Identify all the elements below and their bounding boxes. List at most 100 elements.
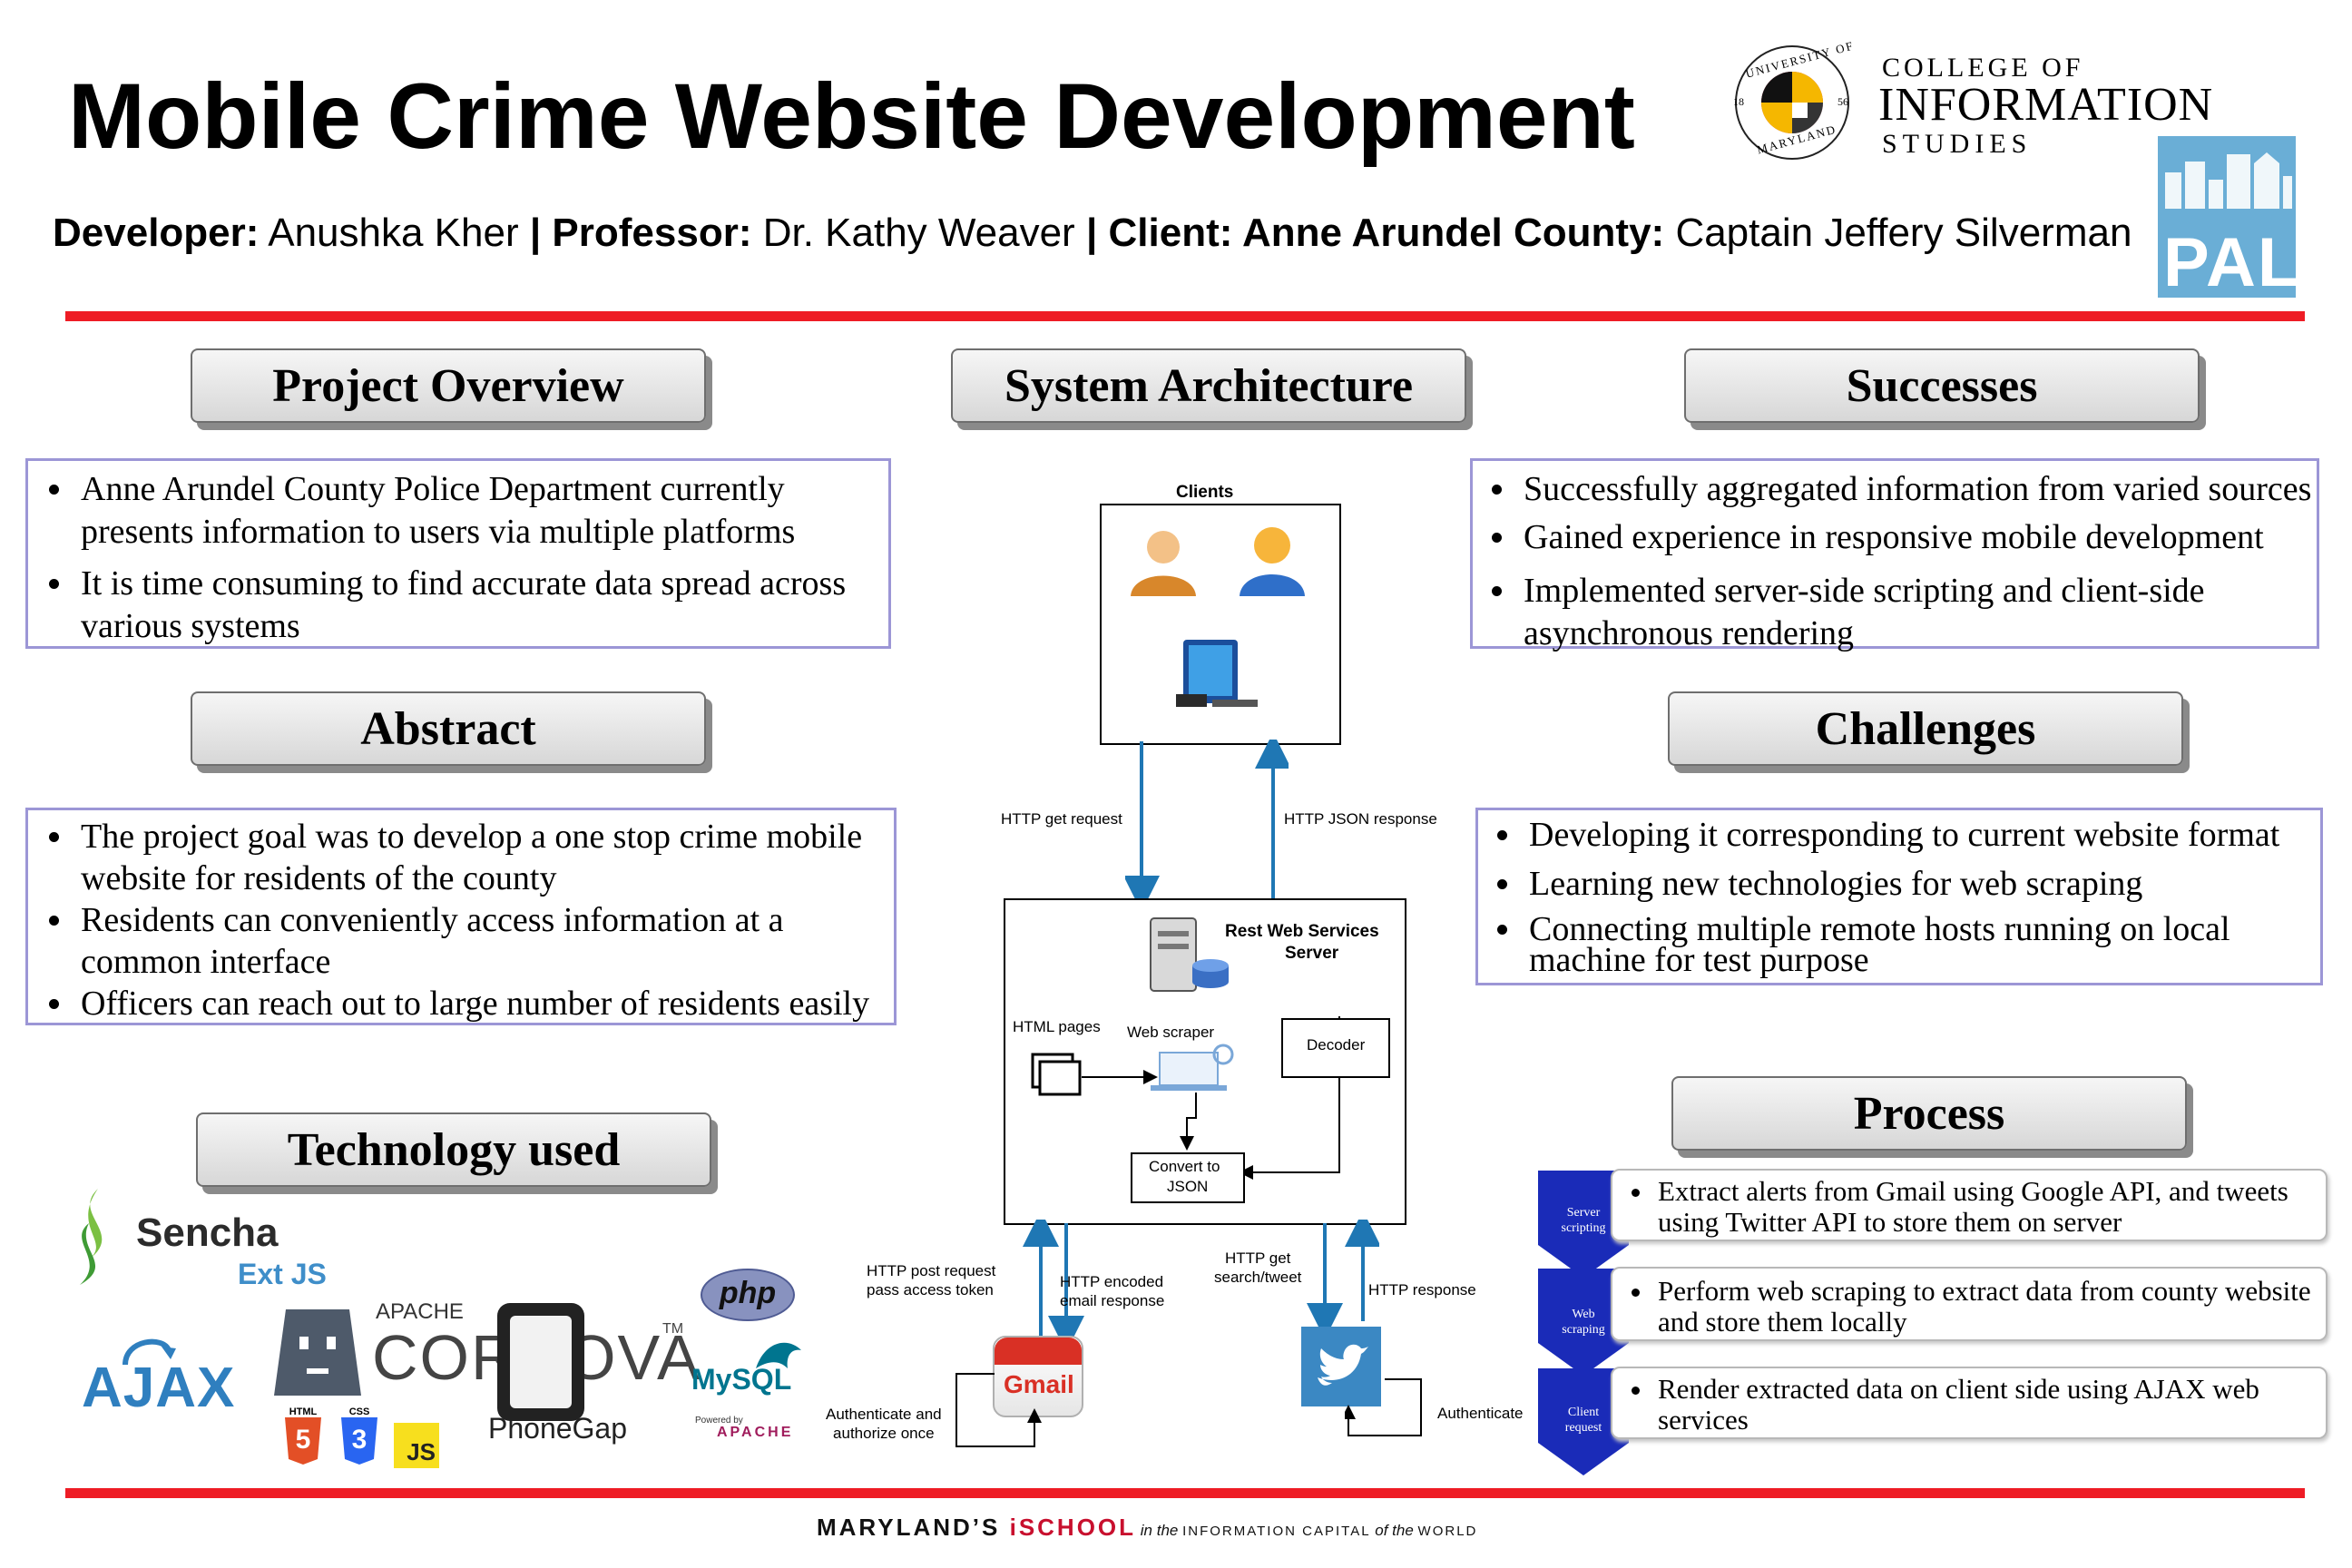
pals-logo: PALS — [2158, 136, 2347, 301]
chevron-label: Client request — [1538, 1405, 1629, 1436]
html-number: 5 — [295, 1425, 311, 1455]
process-chevron-scraping: Web scraping — [1538, 1269, 1629, 1376]
apache-server-text: APACHE — [717, 1425, 794, 1440]
chevron-label-line2: request — [1564, 1421, 1602, 1435]
extjs-text: Ext JS — [238, 1258, 327, 1290]
list-item: Gained experience in responsive mobile d… — [1518, 516, 2317, 559]
list-item: It is time consuming to find accurate da… — [75, 563, 888, 648]
css3-icon: CSS 3 — [339, 1406, 379, 1469]
decoder-box: Decoder — [1281, 1018, 1390, 1078]
chevron-label-line2: scraping — [1562, 1323, 1605, 1337]
http-post-line2: pass access token — [867, 1281, 994, 1298]
php-text: php — [719, 1276, 777, 1310]
clients-box — [1100, 504, 1341, 745]
architecture-heading: System Architecture — [951, 348, 1466, 423]
sencha-text: Sencha — [136, 1210, 279, 1255]
web-scraper-label: Web scraper — [1127, 1024, 1215, 1041]
powered-text: Powered by — [695, 1416, 743, 1426]
ajax-text: AJAX — [82, 1357, 236, 1419]
poster-title: Mobile Crime Website Development — [68, 64, 1635, 168]
http-encoded-line2: email response — [1060, 1292, 1165, 1309]
http-get-request-label: HTTP get request — [1001, 810, 1122, 828]
html-label: HTML — [289, 1406, 318, 1417]
credits-line: Developer: Anushka Kher | Professor: Dr.… — [53, 211, 2132, 256]
developer-label: Developer: — [53, 211, 260, 255]
pals-text: PALS — [2163, 224, 2350, 301]
college-line1: COLLEGE OF — [1882, 53, 2084, 83]
abstract-box: The project goal was to develop a one st… — [25, 808, 897, 1025]
umd-seal-logo — [1724, 44, 1860, 162]
decoder-label: Decoder — [1307, 1036, 1366, 1054]
http-get-tweet-label: HTTP get search/tweet — [1214, 1249, 1301, 1287]
js-icon: JS — [394, 1423, 439, 1468]
list-item: Anne Arundel County Police Department cu… — [75, 468, 888, 554]
http-encoded-line1: HTTP encoded — [1060, 1273, 1164, 1290]
process-heading: Process — [1671, 1076, 2187, 1151]
devices-icon — [1176, 640, 1258, 707]
convert-label-line1: Convert to — [1149, 1158, 1220, 1175]
successes-heading: Successes — [1684, 348, 2200, 423]
twitter-icon — [1301, 1327, 1381, 1406]
list-item: Render extracted data on client side usi… — [1654, 1374, 2326, 1436]
list-item: Implemented server-side scripting and cl… — [1518, 570, 2317, 655]
list-item: Successfully aggregated information from… — [1518, 468, 2317, 511]
separator: | — [529, 211, 542, 255]
technology-heading: Technology used — [196, 1112, 711, 1187]
developer-name: Anushka Kher — [268, 211, 519, 255]
college-line3: STUDIES — [1882, 129, 2033, 159]
http-get-tweet-line2: search/tweet — [1214, 1269, 1302, 1286]
client-server-arrows — [1125, 740, 1289, 903]
list-item: Learning new technologies for web scrapi… — [1524, 865, 2320, 903]
server-icon — [1150, 917, 1229, 992]
convert-json-box: Convert to JSON — [1131, 1152, 1245, 1203]
chevron-label-line2: scripting — [1561, 1221, 1606, 1235]
js-text: JS — [407, 1438, 436, 1465]
clients-label: Clients — [1176, 483, 1234, 502]
process-step-box: Render extracted data on client side usi… — [1611, 1367, 2328, 1439]
mysql-dolphin-icon — [751, 1332, 806, 1382]
list-item: Officers can reach out to large number o… — [75, 983, 894, 1024]
process-chevron-server: Server scripting — [1538, 1171, 1629, 1278]
user-icon — [1240, 527, 1305, 596]
phonegap-device-icon — [497, 1303, 584, 1421]
user-icon — [1131, 531, 1196, 596]
process-step-box: Perform web scraping to extract data fro… — [1611, 1267, 2328, 1341]
phonegap-text: PhoneGap — [488, 1412, 628, 1445]
tm-text: TM — [662, 1321, 684, 1337]
chevron-label: Web scraping — [1538, 1307, 1629, 1338]
college-line2: INFORMATION — [1878, 79, 2214, 131]
client-label: Client: Anne Arundel County: — [1108, 211, 1665, 255]
list-item: The project goal was to develop a one st… — [75, 816, 894, 899]
challenges-heading: Challenges — [1668, 691, 2183, 766]
ajax-arrow-icon — [118, 1332, 181, 1373]
seal-year-left: 18 — [1733, 95, 1744, 108]
footer-brand2: iSCHOOL — [1009, 1514, 1137, 1541]
css-label: CSS — [348, 1406, 370, 1417]
cordova-icon — [272, 1305, 363, 1405]
seal-year-right: 56 — [1838, 95, 1848, 108]
auth-gmail-line1: Authenticate and — [826, 1406, 942, 1423]
client-name: Captain Jeffery Silverman — [1675, 211, 2132, 255]
abstract-heading: Abstract — [191, 691, 706, 766]
http-response-label: HTTP response — [1368, 1281, 1476, 1298]
footer-brand: MARYLAND’S iSCHOOL in the INFORMATION CA… — [817, 1514, 1477, 1542]
server-box: Rest Web Services Server HTML pages Web … — [1004, 898, 1406, 1225]
html5-icon: HTML 5 — [283, 1406, 323, 1469]
list-item: Residents can conveniently access inform… — [75, 899, 894, 983]
server-label-line1: Rest Web Services — [1225, 922, 1379, 941]
http-post-label: HTTP post request pass access token — [867, 1261, 995, 1299]
auth-gmail-label: Authenticate and authorize once — [826, 1405, 942, 1443]
sencha-logo — [62, 1187, 134, 1291]
chevron-label: Server scripting — [1538, 1205, 1629, 1236]
professor-name: Dr. Kathy Weaver — [762, 211, 1075, 255]
http-post-line1: HTTP post request — [867, 1262, 996, 1279]
convert-label-line2: JSON — [1167, 1178, 1209, 1195]
css-number: 3 — [351, 1425, 368, 1455]
footer-tag3: of the — [1370, 1522, 1418, 1539]
http-get-tweet-line1: HTTP get — [1224, 1250, 1291, 1267]
list-item: Perform web scraping to extract data fro… — [1654, 1276, 2326, 1338]
http-json-response-label: HTTP JSON response — [1284, 810, 1437, 828]
server-label-line2: Server — [1285, 944, 1339, 963]
professor-label: Professor: — [552, 211, 752, 255]
auth-gmail-line2: authorize once — [833, 1425, 935, 1442]
